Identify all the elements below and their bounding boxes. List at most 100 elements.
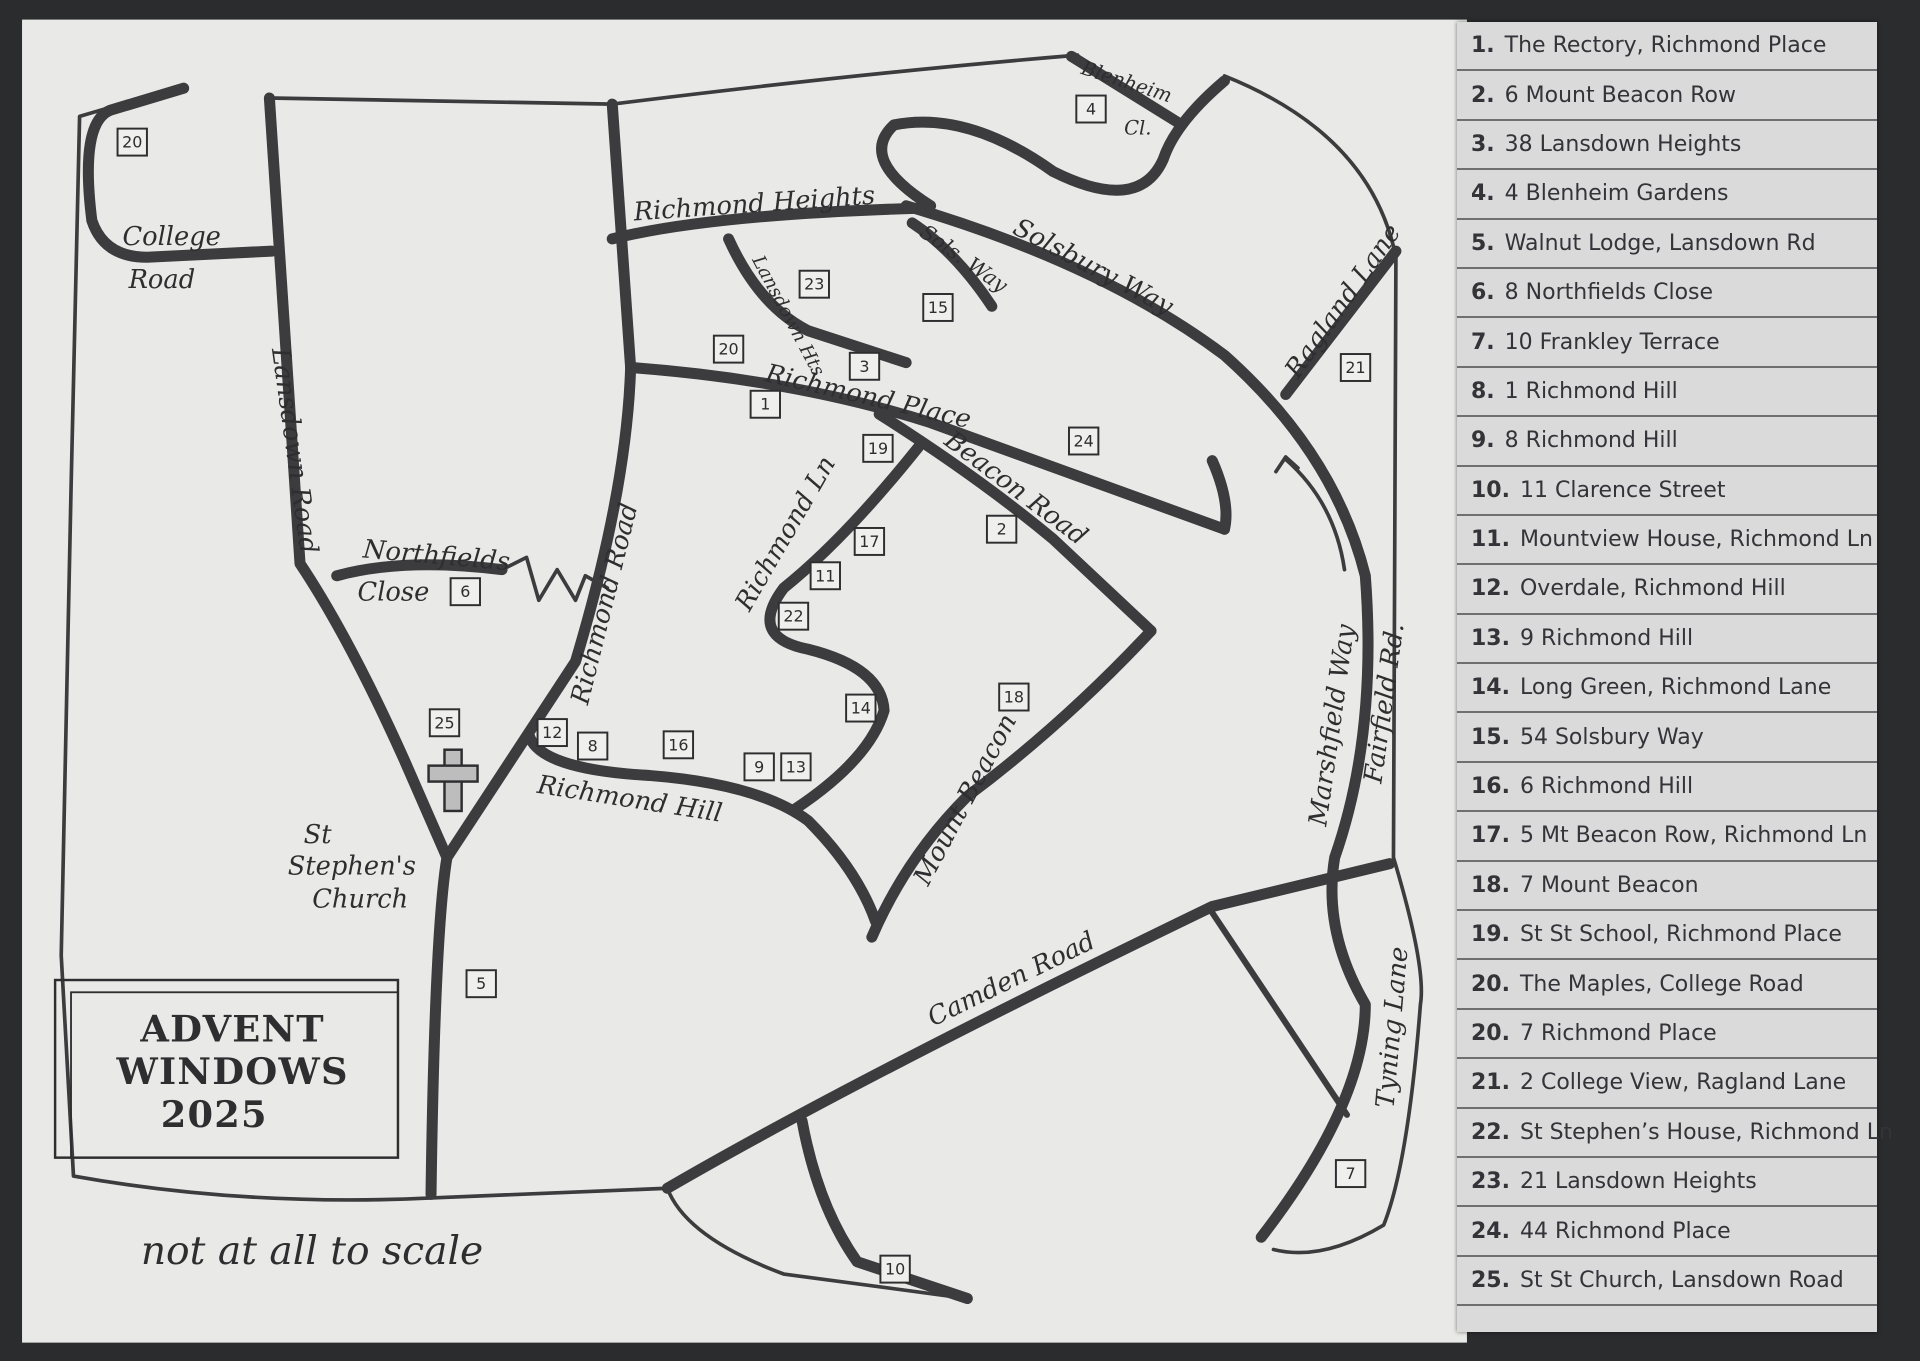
road-richmond-place: [625, 361, 1231, 535]
legend-address: Long Green, Richmond Lane: [1519, 675, 1832, 701]
marker-box: [1339, 353, 1372, 382]
marker-box: [576, 731, 609, 761]
legend-item: 23. 21 Lansdown Heights: [1457, 1158, 1877, 1208]
legend-number: 1.: [1471, 33, 1495, 59]
legend-address: 21 Lansdown Heights: [1519, 1169, 1757, 1195]
legend-number: 8.: [1471, 378, 1495, 404]
marker-number: 19: [868, 439, 888, 458]
legend-address: St Stephen’s House, Richmond Ln: [1519, 1119, 1893, 1145]
road-top-loop: [876, 75, 1231, 212]
scale-note: not at all to scale: [141, 1229, 483, 1274]
window-marker: 24: [1068, 426, 1100, 456]
title-block: ADVENT WINDOWS 2025: [53, 978, 400, 1159]
marker-number: 13: [786, 757, 806, 776]
legend-item: 21.2 College View, Ragland Lane: [1457, 1059, 1877, 1109]
road-cross-link: [1209, 909, 1350, 1118]
label-blenheim-cl: Cl.: [1124, 117, 1151, 140]
marker-box: [780, 752, 812, 782]
legend-item: 25.St St Church, Lansdown Road: [1457, 1257, 1877, 1307]
legend-number: 24.: [1471, 1218, 1510, 1244]
marker-box: [879, 1254, 911, 1284]
direction-arrow: [1274, 455, 1347, 572]
marker-box: [998, 682, 1030, 712]
legend-number: 21.: [1471, 1070, 1510, 1096]
window-marker: 21: [1339, 353, 1372, 382]
window-marker: 2: [985, 514, 1018, 544]
marker-box: [1334, 1159, 1367, 1189]
label-church: Church: [312, 885, 408, 915]
legend-number: 10.: [1471, 477, 1510, 503]
legend-number: 9.: [1471, 428, 1495, 454]
marker-box: [743, 752, 775, 782]
marker-number: 24: [1074, 432, 1094, 451]
window-marker: 12: [536, 718, 568, 748]
legend-address: Walnut Lodge, Lansdown Rd: [1504, 230, 1816, 256]
marker-number: 11: [815, 566, 835, 585]
marker-box: [662, 730, 695, 760]
legend-item: 6.8 Northfields Close: [1457, 269, 1877, 319]
road-mount-beacon: [866, 625, 1157, 943]
road-camden-road: [661, 858, 1396, 1194]
title-year: 2025: [161, 1093, 268, 1136]
marker-box: [985, 514, 1018, 544]
marker-box: [536, 718, 568, 748]
road-richmond-lane: [764, 441, 924, 815]
road-spur: [1206, 455, 1232, 535]
road-richmond-road: [441, 98, 637, 864]
window-marker: 23: [798, 269, 830, 299]
paper: [22, 19, 1467, 1343]
marker-box: [848, 351, 881, 381]
title-line-1: ADVENT: [139, 1007, 324, 1050]
legend-item: 11.Mountview House, Richmond Ln: [1457, 516, 1877, 566]
legend-item: 1.The Rectory, Richmond Place: [1457, 22, 1877, 72]
window-marker: 25: [428, 708, 461, 738]
road-clarence-street: [796, 1115, 973, 1305]
marker-number: 14: [851, 699, 871, 718]
legend-address: 7 Richmond Place: [1519, 1021, 1717, 1046]
legend-address: Overdale, Richmond Hill: [1519, 576, 1786, 602]
marker-number: 6: [460, 582, 470, 601]
marker-box: [1068, 426, 1100, 456]
legend-number: 18.: [1471, 872, 1510, 898]
legend-item: 9.8 Richmond Hill: [1457, 417, 1877, 467]
window-marker: 1: [749, 389, 781, 419]
marker-box: [749, 389, 781, 419]
legend-item: 18.7 Mount Beacon: [1457, 862, 1877, 912]
legend-item: 13.9 Richmond Hill: [1457, 615, 1877, 665]
legend-address: 38 Lansdown Heights: [1504, 131, 1742, 157]
legend-number: 14.: [1471, 675, 1510, 701]
road-northfields-close: [331, 559, 508, 582]
legend-item: 3.38 Lansdown Heights: [1457, 121, 1877, 171]
road-solsbury-way: [900, 200, 1374, 1243]
marker-number: 25: [434, 713, 454, 732]
legend-item: 20.The Maples, College Road: [1457, 960, 1877, 1010]
road-richmond-hill: [523, 729, 882, 927]
window-marker: 10: [879, 1254, 911, 1284]
marker-number: 21: [1345, 358, 1365, 377]
legend-number: 6.: [1471, 280, 1495, 306]
legend-number: 15.: [1471, 724, 1510, 750]
marker-box: [449, 577, 481, 607]
road-lansdown-heights: [723, 233, 912, 369]
legend-number: 16.: [1471, 774, 1510, 800]
legend-item: 8.1 Richmond Hill: [1457, 368, 1877, 418]
legend-number: 7.: [1471, 329, 1495, 355]
legend-number: 23.: [1471, 1169, 1510, 1195]
window-marker: 16: [662, 730, 695, 760]
marker-box: [428, 708, 461, 738]
road-college-road: [82, 82, 278, 263]
marker-box: [777, 601, 810, 631]
legend-number: 19.: [1471, 922, 1510, 948]
marker-number: 20: [718, 340, 738, 359]
label-close: Close: [358, 577, 430, 607]
marker-number: 18: [1004, 688, 1024, 707]
legend-number: 4.: [1471, 181, 1495, 207]
road-sols-way: [906, 217, 998, 312]
window-marker: 7: [1334, 1159, 1367, 1189]
window-marker: 8: [576, 731, 609, 761]
marker-number: 12: [542, 723, 562, 742]
window-marker: 15: [922, 293, 954, 322]
window-marker: 4: [1075, 94, 1107, 124]
